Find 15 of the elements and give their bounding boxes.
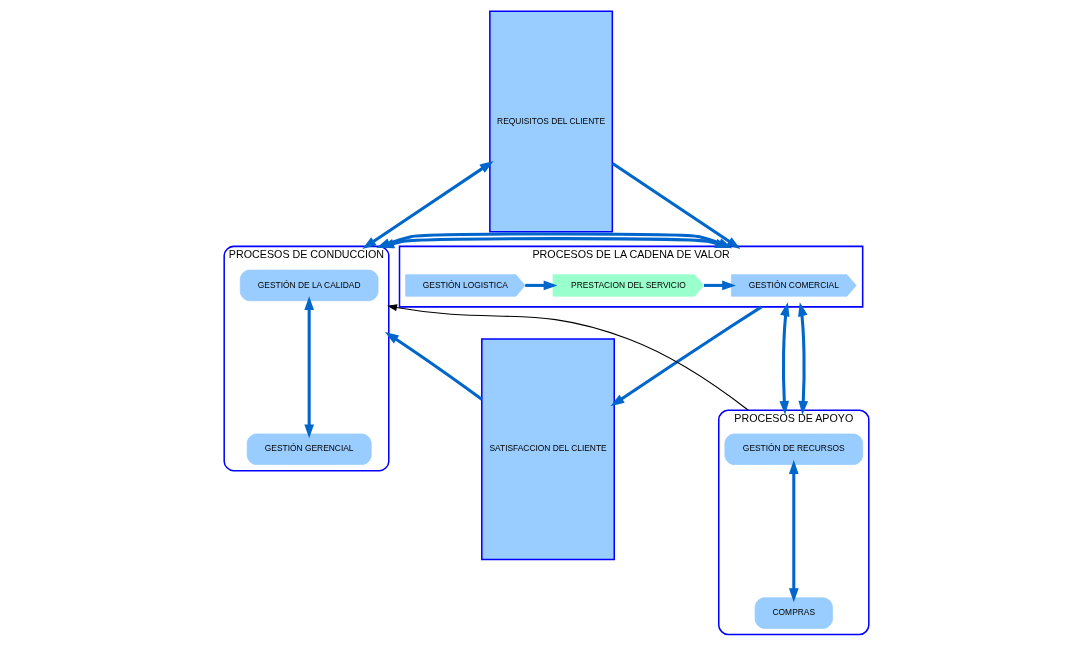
arrow (524, 280, 557, 291)
node-box: REQUISITOS DEL CLIENTE (488, 10, 613, 233)
arrow (797, 302, 808, 415)
node-box: COMPRAS (754, 597, 833, 629)
arrow (703, 280, 736, 291)
arrow (303, 296, 314, 439)
arrow (384, 331, 483, 401)
node-box: GESTIÓN DE LA CALIDAD (239, 269, 378, 302)
node-box: SATISFACCION DEL CLIENTE (480, 338, 615, 561)
arrow (386, 304, 749, 411)
node-box: GESTIÓN GERENCIAL (246, 433, 372, 465)
arrow (610, 305, 762, 407)
node-box: GESTIÓN DE RECURSOS (724, 433, 863, 465)
arrow (788, 460, 799, 603)
arrow (778, 302, 789, 415)
